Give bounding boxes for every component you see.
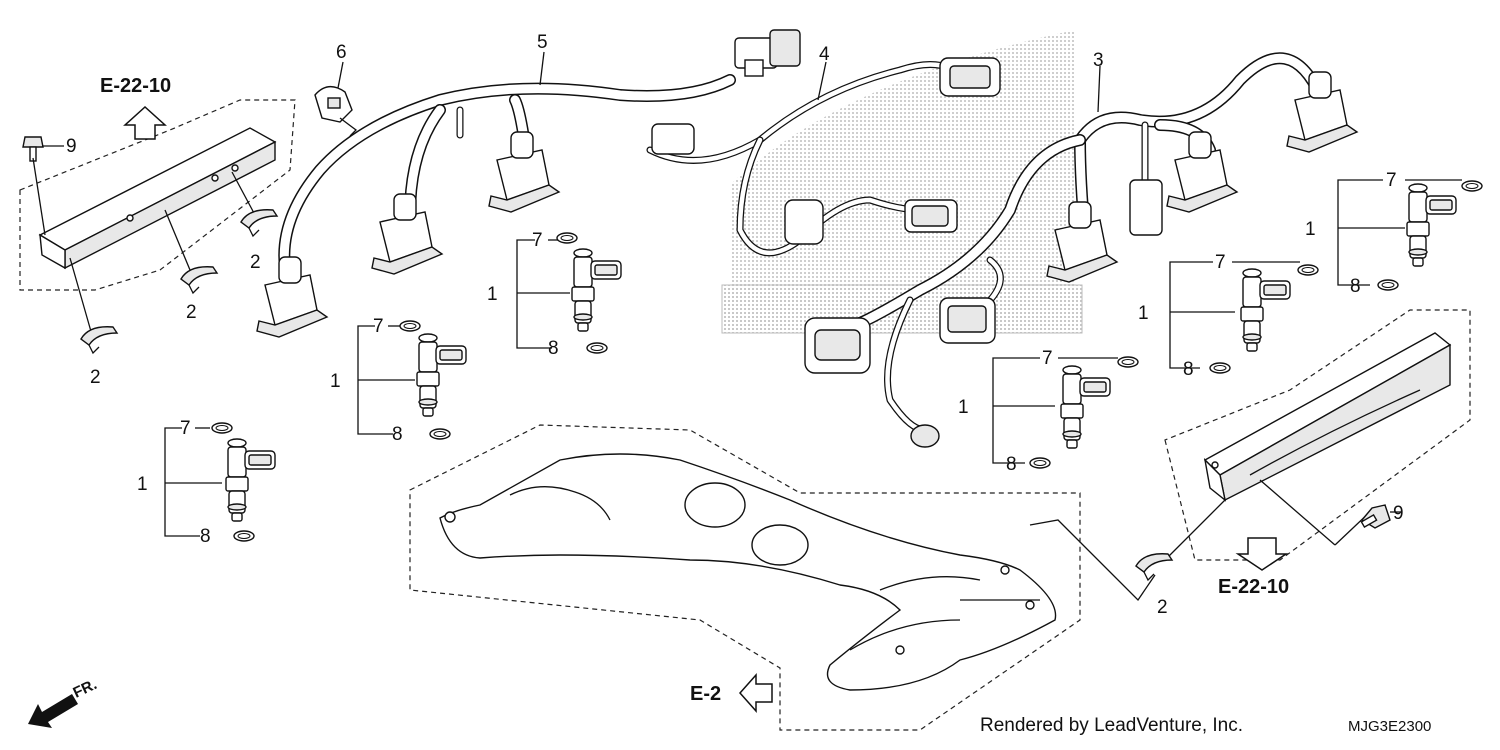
injector-f (1406, 183, 1457, 267)
bolt-9-right (1360, 504, 1402, 529)
callout-8: 8 (548, 338, 559, 359)
oring-7-c (556, 232, 578, 244)
coil-cap-5a (256, 256, 328, 338)
injector-group-a (164, 422, 276, 542)
callout-8: 8 (200, 526, 211, 547)
injector-e (1240, 268, 1291, 352)
clip-2-b (180, 266, 218, 294)
callout-1: 1 (137, 474, 148, 495)
ref-label-bottom-right: E-22-10 (1218, 576, 1289, 598)
callout-9: 9 (66, 136, 77, 157)
right-fuel-rail-group (1135, 309, 1471, 581)
front-label: FR. (71, 676, 100, 702)
oring-8-b (429, 428, 451, 440)
callout-8: 8 (1006, 454, 1017, 475)
oring-7-b (399, 320, 421, 332)
harness-3 (804, 52, 1358, 448)
oring-7-d (1117, 356, 1139, 368)
callout-1: 1 (330, 371, 341, 392)
callout-3: 3 (1093, 50, 1104, 71)
callout-7: 7 (1042, 348, 1053, 369)
oring-7-f (1461, 180, 1483, 192)
callout-1: 1 (958, 397, 969, 418)
callout-8: 8 (1183, 359, 1194, 380)
diagram-code: MJG3E2300 (1348, 718, 1431, 735)
part-6-holder (314, 61, 357, 137)
ref-arrow-left-icon (738, 673, 773, 713)
injector-group-e (1169, 261, 1319, 374)
callout-7: 7 (180, 418, 191, 439)
coil-cap-3b (1166, 131, 1238, 213)
oring-7-e (1297, 264, 1319, 276)
sensor-3 (910, 424, 940, 448)
coil-cap-5c (488, 131, 560, 213)
connector-4d (784, 199, 824, 245)
oring-8-d (1029, 457, 1051, 469)
left-fuel-rail-group (19, 99, 296, 354)
injector-c (571, 248, 622, 332)
callout-7: 7 (1386, 170, 1397, 191)
injector-group-f (1337, 179, 1483, 291)
bolt-9-left (22, 136, 44, 162)
callout-7: 7 (532, 230, 543, 251)
connector-4c (904, 199, 958, 233)
injector-d (1060, 365, 1111, 449)
coil-cap-5b (371, 193, 443, 275)
callout-2: 2 (186, 302, 197, 323)
injector-group-b (357, 320, 467, 440)
harness-4 (646, 57, 1001, 257)
callout-1: 1 (487, 284, 498, 305)
callout-7: 7 (373, 316, 384, 337)
callout-1: 1 (1305, 219, 1316, 240)
callout-2: 2 (250, 252, 261, 273)
injector-group-c (516, 232, 622, 354)
connector-5 (734, 29, 801, 77)
ref-arrow-down-icon (1235, 537, 1289, 571)
clip-2-c (240, 209, 278, 237)
ref-label-top-left: E-22-10 (100, 75, 171, 97)
callout-4: 4 (819, 44, 830, 65)
connector-4b (651, 123, 695, 155)
connector-3c (1129, 179, 1163, 236)
ref-arrow-up-icon (124, 106, 166, 140)
oring-8-e (1209, 362, 1231, 374)
connector-4a (939, 57, 1001, 97)
oring-8-c (586, 342, 608, 354)
clip-2-a (80, 326, 118, 354)
callout-8: 8 (392, 424, 403, 445)
ref-label-bottom-center: E-2 (690, 683, 721, 705)
callout-1: 1 (1138, 303, 1149, 324)
front-direction-arrow: FR. (28, 676, 100, 728)
oring-7-a (211, 422, 233, 434)
callout-8: 8 (1350, 276, 1361, 297)
connector-3b (939, 297, 996, 344)
oring-8-f (1377, 279, 1399, 291)
injector-a (225, 438, 276, 522)
connector-3a (804, 317, 871, 374)
intake-cover (409, 424, 1081, 731)
oring-8-a (233, 530, 255, 542)
injector-group-d (992, 356, 1139, 469)
coil-cap-3c (1286, 71, 1358, 153)
callout-9: 9 (1393, 503, 1404, 524)
callout-2: 2 (1157, 597, 1168, 618)
rendered-by-text: Rendered by LeadVenture, Inc. (980, 715, 1243, 736)
harness-5 (256, 29, 801, 338)
callout-5: 5 (537, 32, 548, 53)
callout-2: 2 (90, 367, 101, 388)
callout-6: 6 (336, 42, 347, 63)
callout-7: 7 (1215, 252, 1226, 273)
injector-b (416, 333, 467, 417)
fuel-rail-left (38, 127, 277, 336)
